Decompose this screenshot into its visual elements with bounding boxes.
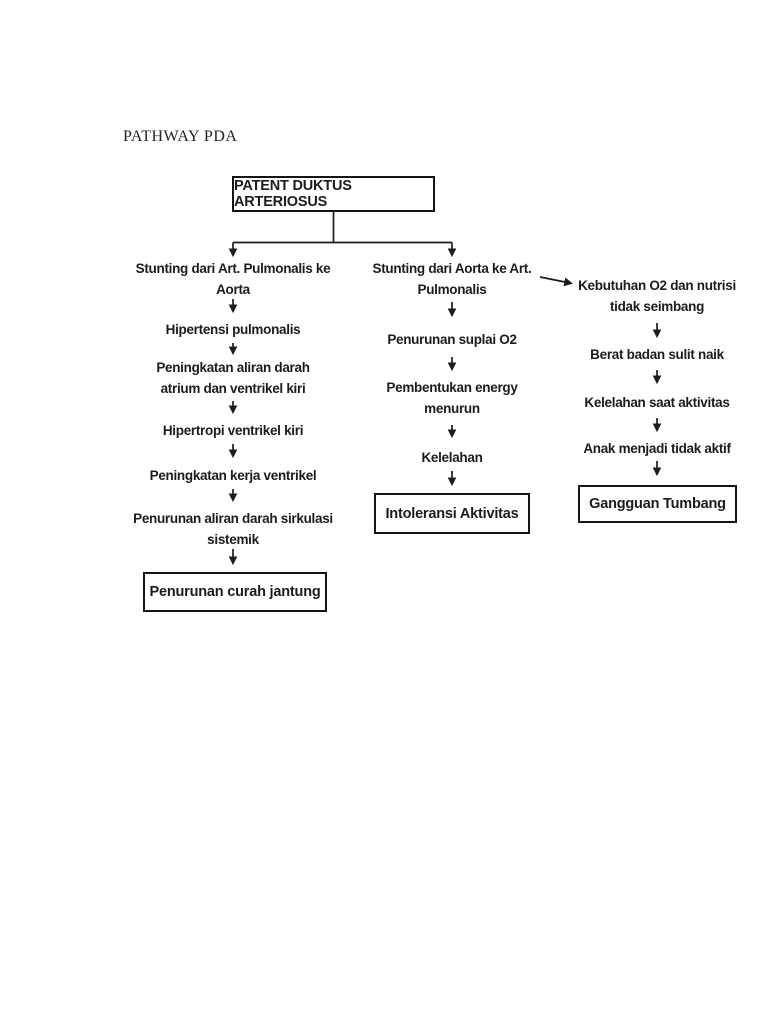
arrow-right-icon: [539, 276, 574, 287]
left-step-hipertensi-pulmonalis: Hipertensi pulmonalis: [165, 322, 301, 337]
left-step-penurunan-aliran-sirkulasi: Penurunan aliran darah sirkulasi sistemi…: [133, 511, 333, 547]
root-node: PATENT DUKTUS ARTERIOSUS: [232, 176, 435, 212]
middle-step-pembentukan-energy: Pembentukan energy menurun: [386, 380, 518, 416]
root-node-label: PATENT DUKTUS ARTERIOSUS: [234, 178, 352, 210]
left-step-peningkatan-kerja-ventrikel: Peningkatan kerja ventrikel: [149, 468, 317, 483]
right-outcome-box: Gangguan Tumbang: [578, 485, 737, 523]
right-outcome-label: Gangguan Tumbang: [589, 496, 726, 512]
middle-outcome-label: Intoleransi Aktivitas: [385, 505, 519, 522]
right-step-anak-tidak-aktif: Anak menjadi tidak aktif: [583, 441, 731, 456]
left-outcome-label: Penurunan curah jantung: [149, 584, 321, 600]
middle-outcome-box: Intoleransi Aktivitas: [374, 493, 530, 534]
right-step-kebutuhan-o2-nutrisi: Kebutuhan O2 dan nutrisi tidak seimbang: [578, 278, 736, 314]
middle-step-kelelahan: Kelelahan: [421, 450, 483, 465]
middle-step-penurunan-suplai-o2: Penurunan suplai O2: [387, 332, 517, 347]
left-step-peningkatan-aliran-darah: Peningkatan aliran darah atrium dan vent…: [156, 360, 310, 396]
middle-step-stunting-aorta-ke-pulmonalis: Stunting dari Aorta ke Art. Pulmonalis: [372, 261, 532, 297]
right-step-berat-badan: Berat badan sulit naik: [590, 347, 724, 362]
right-step-kelelahan-aktivitas: Kelelahan saat aktivitas: [584, 395, 730, 410]
left-step-hipertropi-ventrikel: Hipertropi ventrikel kiri: [162, 423, 304, 438]
page-title: PATHWAY PDA: [123, 128, 238, 145]
left-step-stunting-pulmonalis-ke-aorta: Stunting dari Art. Pulmonalis ke Aorta: [135, 261, 331, 297]
left-outcome-box: Penurunan curah jantung: [143, 572, 327, 612]
